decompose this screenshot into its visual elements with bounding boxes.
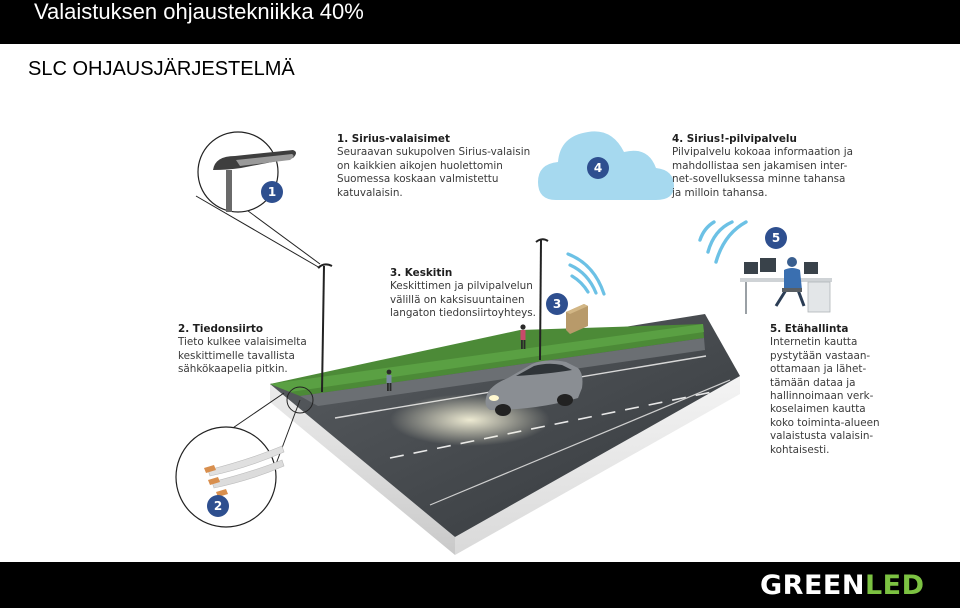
pedestrians — [386, 324, 526, 391]
wifi-signal-icon — [566, 252, 606, 296]
badge-3-label: 3 — [553, 297, 561, 311]
ground-block — [270, 314, 740, 555]
street-lamps — [317, 238, 549, 393]
badge-1-icon — [261, 181, 283, 203]
badge-4-label: 4 — [594, 161, 602, 175]
section-4-line: ja milloin tahansa. — [672, 186, 768, 199]
section-3-line: Keskittimen ja pilvipalvelun — [390, 280, 533, 293]
section-1-title: 1. Sirius-valaisimet — [337, 133, 450, 145]
logo-part-green: GREEN — [760, 570, 865, 601]
section-5-line: tämään dataa ja — [770, 376, 856, 389]
greenled-logo: GREENLED — [760, 570, 925, 601]
section-1-line: Seuraavan sukupolven Sirius-valaisin — [337, 146, 531, 159]
luminaire-callout: 1 — [195, 131, 321, 269]
section-1-line: on kaikkien aikojen huolettomin — [337, 159, 503, 172]
section-3-line: välillä on kaksisuuntainen — [390, 293, 525, 306]
section-5-line: ottamaan ja lähet- — [770, 363, 867, 376]
section-4-line: net-sovelluksessa minne tahansa — [672, 173, 846, 186]
badge-5-label: 5 — [772, 231, 780, 245]
section-3-line: langaton tiedonsiirtoyhteys. — [390, 307, 536, 320]
section-remote-management: 5. Etähallinta Internetin kautta pystytä… — [770, 323, 880, 457]
section-2-line: Tieto kulkee valaisimelta — [178, 336, 307, 349]
wifi-remote-icon — [698, 220, 748, 264]
section-3-title: 3. Keskitin — [390, 267, 453, 279]
section-4-title: 4. Sirius!-pilvipalvelu — [672, 133, 797, 145]
section-1-line: Suomessa koskaan valmistettu — [337, 173, 499, 186]
badge-4-icon — [587, 157, 609, 179]
car — [485, 360, 583, 416]
cable-callout: 2 — [175, 386, 314, 528]
section-hub: 3. Keskitin Keskittimen ja pilvipalvelun… — [390, 267, 536, 321]
section-2-line: keskittimelle tavallista — [178, 349, 295, 362]
section-4-line: mahdollistaa sen jakamisen inter- — [672, 159, 848, 172]
controller-cabinet — [566, 304, 588, 334]
section-4-line: Pilvipalvelu kokoaa informaation ja — [672, 146, 853, 159]
page-subtitle: SLC OHJAUSJÄRJESTELMÄ — [28, 58, 295, 80]
section-2-title: 2. Tiedonsiirto — [178, 323, 264, 335]
cloud-icon: 4 — [538, 131, 674, 200]
badge-5-icon — [765, 227, 787, 249]
section-5-line: pystytään vastaan- — [770, 349, 871, 362]
section-cloud-service: 4. Sirius!-pilvipalvelu Pilvipalvelu kok… — [672, 133, 853, 200]
section-5-line: Internetin kautta — [770, 336, 858, 349]
section-5-line: kohtaisesti. — [770, 443, 830, 456]
badge-3: 3 — [546, 293, 568, 315]
badge-3-icon — [546, 293, 568, 315]
section-5-line: koselaimen kautta — [770, 403, 866, 416]
badge-2-label: 2 — [214, 499, 222, 513]
section-5-line: valaistusta valaisin- — [770, 430, 874, 443]
section-2-line: sähkökaapelia pitkin. — [178, 363, 288, 376]
section-5-line: hallinnoimaan verk- — [770, 390, 874, 403]
footer-bar — [0, 562, 960, 608]
section-luminaires: 1. Sirius-valaisimet Seuraavan sukupolve… — [337, 133, 530, 200]
section-5-line: koko toiminta-alueen — [770, 416, 880, 429]
page-header-title: Valaistuksen ohjaustekniikka 40% — [34, 0, 364, 24]
section-5-title: 5. Etähallinta — [770, 323, 849, 335]
header-bar — [0, 0, 960, 44]
section-data-transfer: 2. Tiedonsiirto Tieto kulkee valaisimelt… — [178, 323, 307, 377]
remote-management: 5 — [698, 220, 832, 314]
badge-1-label: 1 — [268, 185, 276, 199]
section-1-line: katuvalaisin. — [337, 186, 403, 199]
badge-2-icon — [207, 495, 229, 517]
logo-part-led: LED — [864, 570, 925, 601]
